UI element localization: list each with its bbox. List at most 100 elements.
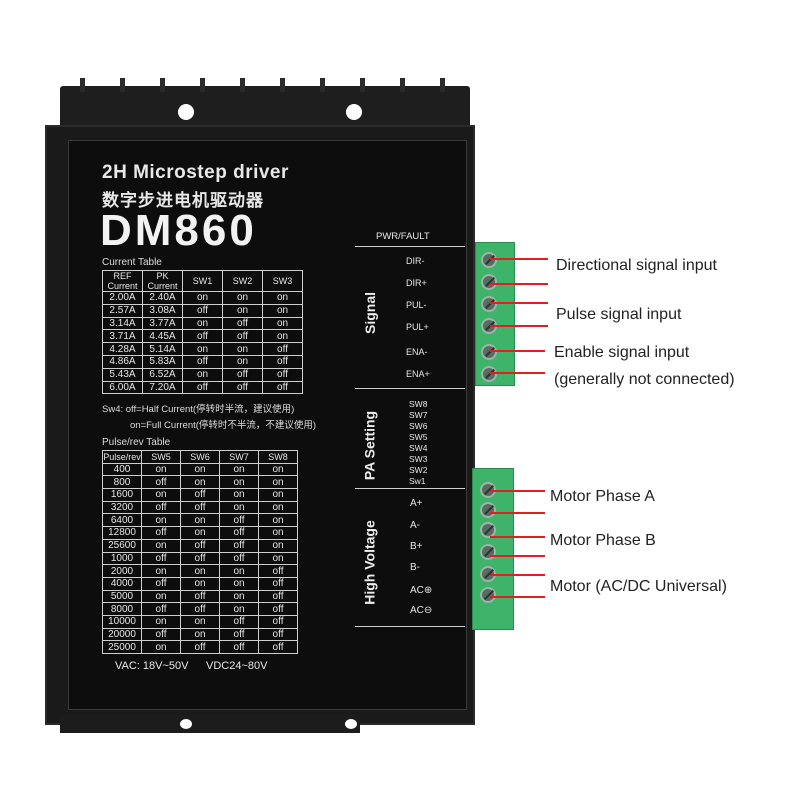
pa-switch-label: SW8 bbox=[409, 399, 428, 409]
table-cell: on bbox=[222, 354, 263, 369]
table-cell: 4.28A bbox=[102, 342, 143, 356]
annotation-directional: Directional signal input bbox=[556, 257, 717, 274]
table-cell: off bbox=[180, 538, 220, 553]
high-voltage-pin-label: AC⊕ bbox=[410, 585, 433, 596]
table-cell: off bbox=[222, 367, 263, 382]
annotation-pulse: Pulse signal input bbox=[556, 306, 682, 323]
red-arrow-line bbox=[490, 372, 545, 374]
table-cell: off bbox=[258, 602, 298, 616]
table-cell: on bbox=[219, 576, 259, 591]
terminal-screw bbox=[481, 274, 497, 290]
table-cell: off bbox=[141, 627, 181, 642]
annotation-phase-a: Motor Phase A bbox=[550, 488, 655, 505]
column-header: SW5 bbox=[141, 450, 181, 464]
table-cell: on bbox=[180, 475, 220, 490]
table-cell: on bbox=[219, 462, 259, 477]
table-cell: off bbox=[182, 303, 223, 318]
pa-switch-label: SW6 bbox=[409, 421, 428, 431]
red-arrow-line bbox=[490, 283, 548, 285]
table-cell: on bbox=[258, 475, 298, 490]
table-cell: 12800 bbox=[102, 526, 142, 540]
table-cell: 5.14A bbox=[142, 342, 183, 356]
table-cell: on bbox=[141, 589, 181, 604]
table-cell: off bbox=[141, 551, 181, 566]
table-cell: off bbox=[219, 640, 259, 654]
table-cell: 7.20A bbox=[142, 380, 183, 395]
table-cell: on bbox=[180, 526, 220, 540]
table-cell: on bbox=[180, 513, 220, 528]
vac-rating: VAC: 18V~50V bbox=[115, 660, 189, 672]
divider bbox=[355, 626, 465, 627]
red-arrow-line bbox=[490, 325, 548, 327]
table-cell: off bbox=[258, 627, 298, 642]
high-voltage-pin-label: B- bbox=[410, 562, 420, 573]
table-cell: 10000 bbox=[102, 614, 142, 629]
driver-foot bbox=[60, 715, 360, 733]
table-cell: off bbox=[222, 380, 263, 395]
pa-switch-label: SW7 bbox=[409, 410, 428, 420]
pa-switch-label: Sw1 bbox=[409, 476, 426, 486]
high-voltage-section-title: High Voltage bbox=[361, 520, 378, 605]
table-cell: on bbox=[262, 303, 303, 318]
table-cell: off bbox=[258, 589, 298, 604]
mounting-hole bbox=[178, 104, 194, 120]
terminal-screw bbox=[480, 522, 496, 538]
table-cell: off bbox=[258, 614, 298, 629]
table-cell: off bbox=[180, 602, 220, 616]
column-header: REF Current bbox=[102, 270, 143, 292]
table-cell: on bbox=[182, 342, 223, 356]
red-arrow-line bbox=[490, 512, 545, 514]
table-cell: off bbox=[180, 551, 220, 566]
table-cell: on bbox=[182, 291, 223, 305]
table-cell: 4.45A bbox=[142, 329, 183, 344]
annotation-enable: Enable signal input bbox=[554, 344, 690, 361]
table-cell: on bbox=[219, 475, 259, 490]
signal-pin-label: PUL+ bbox=[406, 322, 429, 332]
heatsink-top bbox=[60, 78, 470, 130]
table-cell: off bbox=[262, 380, 303, 395]
divider bbox=[355, 388, 465, 389]
red-arrow-line bbox=[490, 555, 545, 557]
table-cell: off bbox=[258, 640, 298, 654]
table-cell: on bbox=[182, 316, 223, 331]
table-cell: 6.52A bbox=[142, 367, 183, 382]
table-cell: 5.43A bbox=[102, 367, 143, 382]
product-title-cn: 数字步进电机驱动器 bbox=[102, 191, 264, 210]
table-cell: 2.00A bbox=[102, 291, 143, 305]
table-cell: on bbox=[258, 462, 298, 477]
table-cell: off bbox=[222, 329, 263, 344]
table-cell: 3200 bbox=[102, 500, 142, 515]
column-header: PK Current bbox=[142, 270, 183, 292]
table-cell: 25000 bbox=[102, 640, 142, 654]
table-cell: on bbox=[141, 538, 181, 553]
table-cell: 4.86A bbox=[102, 354, 143, 369]
table-cell: 3.71A bbox=[102, 329, 143, 344]
table-cell: 2000 bbox=[102, 564, 142, 578]
pa-switch-label: SW2 bbox=[409, 465, 428, 475]
high-voltage-pin-label: A+ bbox=[410, 498, 423, 509]
table-cell: off bbox=[258, 564, 298, 578]
vdc-rating: VDC24~80V bbox=[206, 660, 268, 672]
table-cell: on bbox=[262, 329, 303, 344]
column-header: SW1 bbox=[182, 270, 223, 292]
table-cell: off bbox=[258, 576, 298, 591]
table-cell: off bbox=[180, 589, 220, 604]
terminal-screw bbox=[480, 544, 496, 560]
